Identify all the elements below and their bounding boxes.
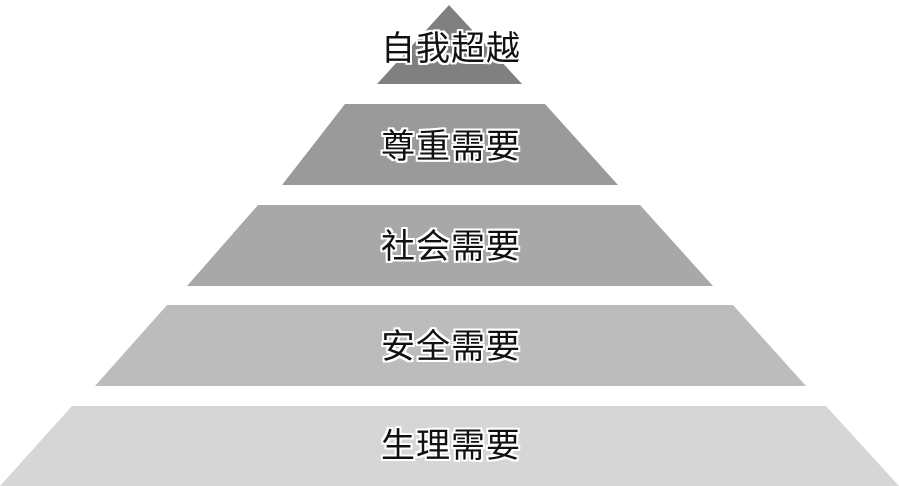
tier-label-physiological: 生理需要 bbox=[381, 426, 521, 466]
tier-shape-social bbox=[187, 205, 713, 286]
tier-label-safety: 安全需要 bbox=[381, 327, 521, 367]
tier-shape-esteem bbox=[282, 104, 618, 185]
tier-shape-self-transcendence bbox=[377, 5, 522, 84]
tier-label-self-transcendence: 自我超越 bbox=[381, 29, 521, 69]
tier-label-esteem: 尊重需要 bbox=[381, 127, 521, 167]
tier-label-social: 社会需要 bbox=[381, 227, 521, 267]
tier-shape-physiological bbox=[0, 406, 899, 486]
tier-shape-safety bbox=[95, 305, 806, 386]
